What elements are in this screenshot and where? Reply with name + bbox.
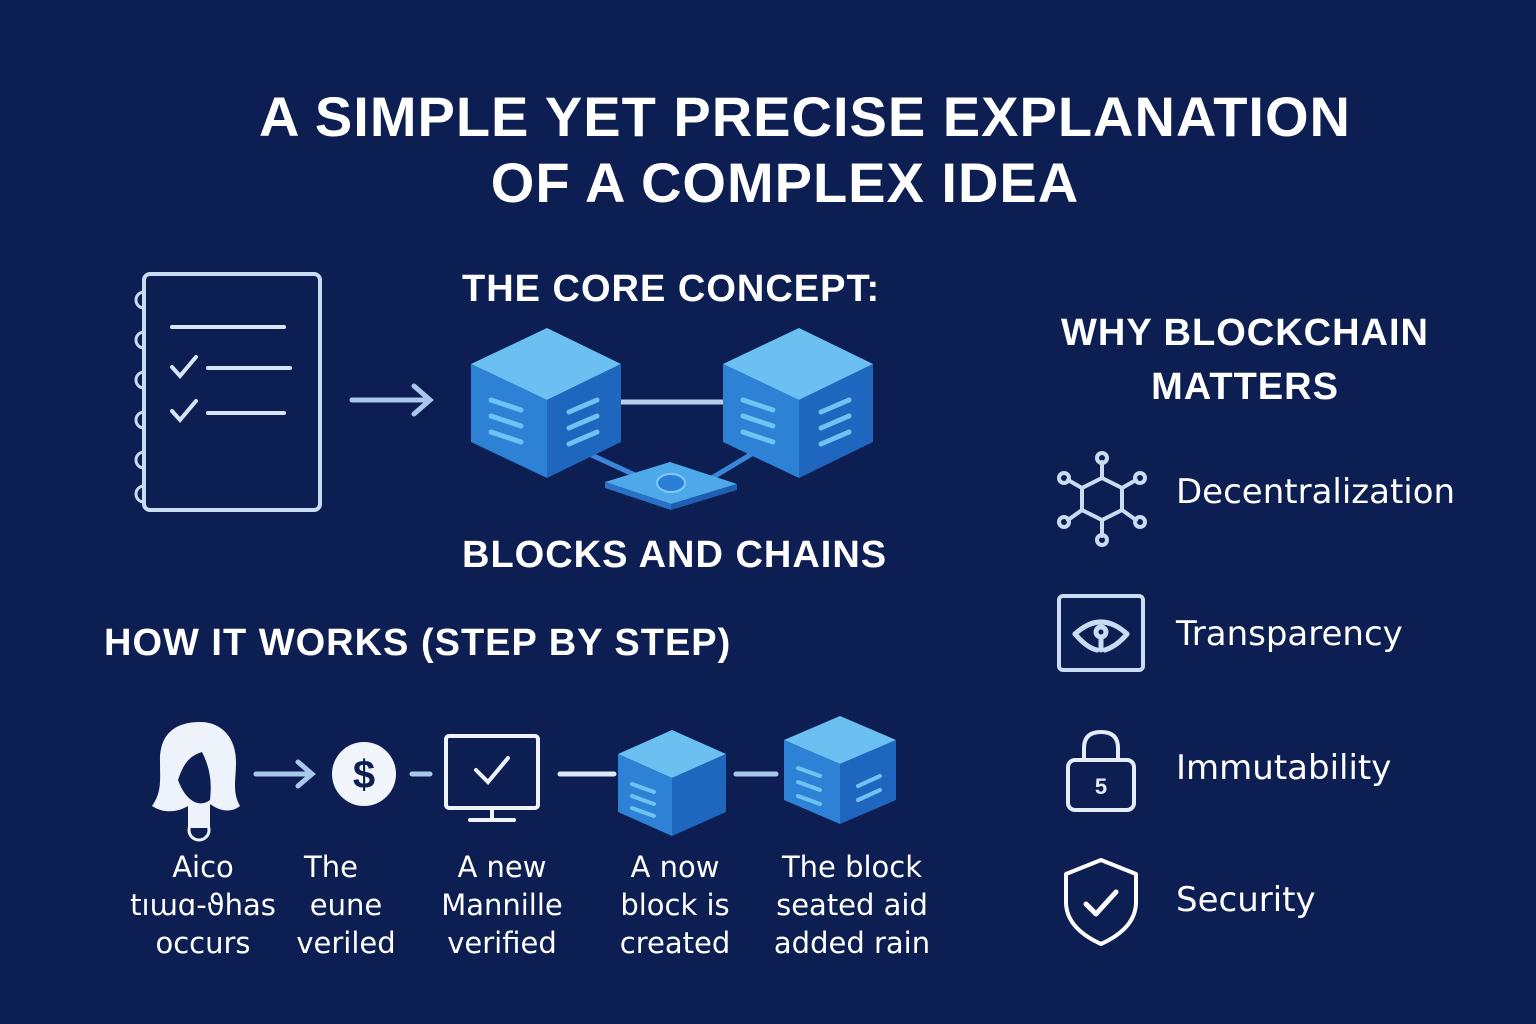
step-caption-5: The block seated aid added rain — [773, 850, 931, 960]
step-caption-2: The eune veriled — [296, 850, 396, 960]
monitor-check-icon — [444, 734, 540, 822]
network-hub-icon — [1057, 451, 1147, 547]
benefit-transparency: Transparency — [1176, 614, 1403, 654]
step-caption-1: Aico tıɯɑ-ϑhas occurs — [130, 850, 276, 960]
title-line-1: A SIMPLE YET PRECISE EXPLANATION — [258, 85, 1351, 148]
why-matters-heading: WHY BLOCKCHAIN MATTERS — [1061, 312, 1429, 408]
page-title: A SIMPLE YET PRECISE EXPLANATION OF A CO… — [0, 84, 1536, 216]
padlock-icon: 5 — [1066, 729, 1136, 812]
step-caption-4: A now block is created — [619, 850, 731, 960]
shield-check-icon — [1064, 858, 1138, 946]
block-cube-icon — [723, 328, 873, 478]
step-caption-3: A new Mannille verified — [441, 850, 563, 960]
dollar-coin-icon: $ — [332, 742, 396, 806]
svg-text:$: $ — [353, 753, 375, 797]
block-cube-icon — [471, 328, 621, 478]
steps-flow: $ — [152, 716, 896, 842]
eye-icon — [1057, 594, 1145, 672]
padlock-badge: 5 — [1095, 774, 1107, 799]
block-cube-icon — [618, 730, 726, 836]
block-cube-icon — [784, 716, 896, 824]
blocks-chain-diagram — [471, 328, 873, 510]
arrow-right-icon — [349, 383, 434, 417]
benefit-decentralization: Decentralization — [1176, 472, 1456, 512]
benefit-immutability: Immutability — [1176, 748, 1392, 788]
network-node-icon — [605, 462, 737, 510]
ledger-notebook-icon — [134, 272, 322, 512]
core-concept-heading: THE CORE CONCEPT: — [462, 268, 881, 310]
title-line-2: OF A COMPLEX IDEA — [490, 151, 1080, 214]
benefit-security: Security — [1176, 880, 1316, 920]
arrow-right-icon — [253, 759, 316, 789]
how-it-works-heading: HOW IT WORKS (STEP BY STEP) — [104, 622, 732, 664]
core-concept-subheading: BLOCKS AND CHAINS — [462, 534, 888, 576]
person-icon — [152, 722, 240, 842]
